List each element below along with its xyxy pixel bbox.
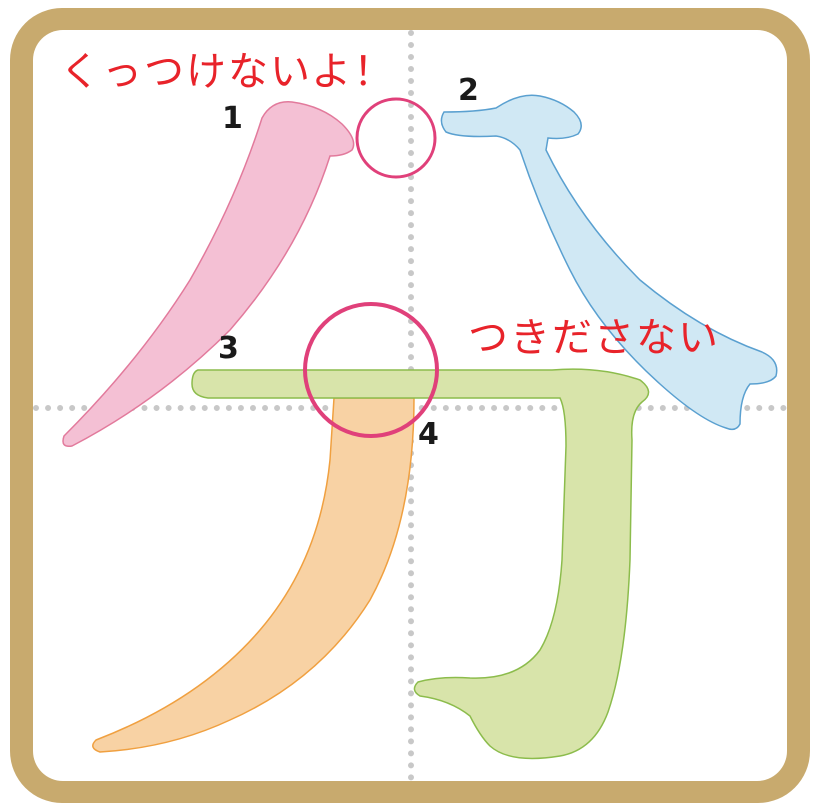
- stroke-number-2: 2: [458, 73, 479, 108]
- stroke-2: [440, 94, 778, 431]
- stroke-number-4: 4: [418, 417, 439, 452]
- stroke-1: [62, 101, 355, 448]
- stroke-3: [191, 368, 650, 760]
- stroke-4: [92, 397, 415, 753]
- note-do-not-protrude: つきださない: [468, 315, 720, 361]
- stroke-number-1: 1: [222, 101, 243, 136]
- note-do-not-touch: くっつけないよ！: [60, 49, 396, 95]
- no-touch-circle: [355, 97, 437, 179]
- no-protrude-circle: [303, 302, 439, 438]
- stroke-number-3: 3: [218, 331, 239, 366]
